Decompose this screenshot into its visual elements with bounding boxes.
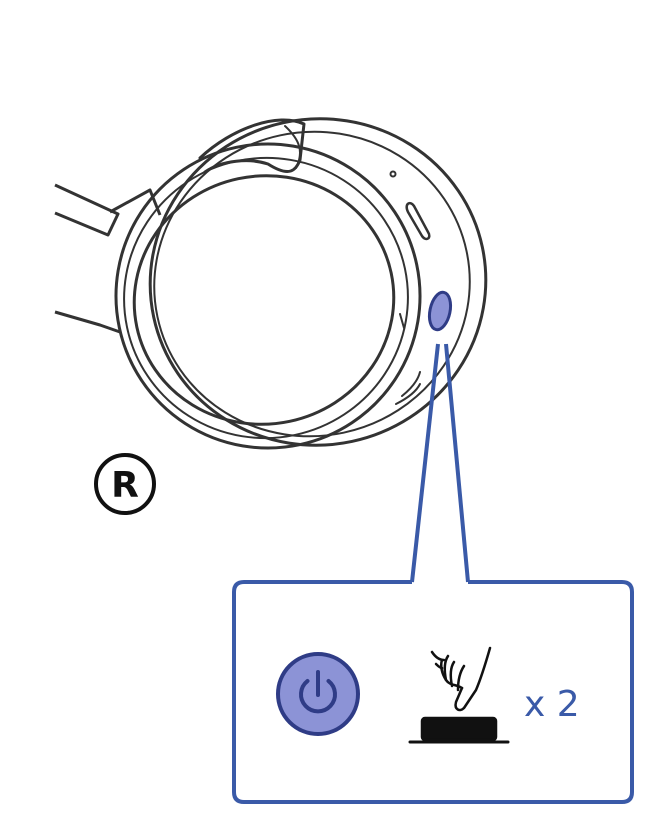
right-side-indicator: R <box>94 453 156 515</box>
callout-leader <box>410 343 470 583</box>
power-icon <box>276 652 360 736</box>
callout-box <box>232 580 634 804</box>
headphone-earcup-icon <box>114 117 488 450</box>
headband <box>54 183 162 334</box>
earcup-power-button <box>427 290 453 332</box>
side-label: R <box>111 465 139 506</box>
finger-press-icon <box>408 646 510 744</box>
press-count-label: x 2 <box>524 684 580 725</box>
